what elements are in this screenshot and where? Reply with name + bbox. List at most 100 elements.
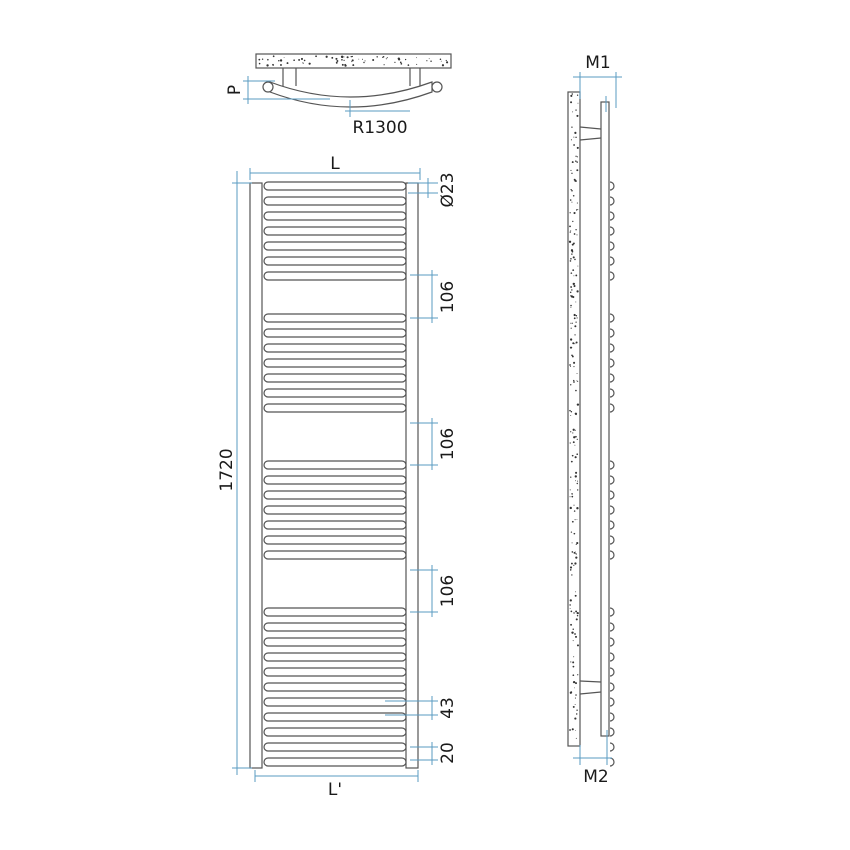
speck [574,697,576,699]
speck [572,194,575,197]
towel-bar [263,475,407,485]
wall-texture [258,55,449,67]
speck [575,435,577,438]
speck [426,60,428,62]
bars [263,181,407,767]
speck [283,57,285,59]
bar-end [609,271,615,281]
speck [569,346,573,349]
speck [315,55,317,58]
speck [570,139,572,141]
speck [573,317,576,320]
towel-bar [263,682,407,692]
speck [571,520,574,523]
speck [574,703,576,705]
speck [575,315,578,317]
speck [574,131,577,135]
bar-end [609,388,615,398]
speck [335,61,338,64]
speck [570,101,573,104]
front-view: L L' 1720 Ø23 106 106 106 43 20 [217,154,458,800]
speck [364,60,366,62]
speck [576,114,579,117]
speck [574,519,576,521]
bar-end [609,712,615,722]
speck [572,269,575,271]
speck [572,661,575,664]
speck [573,436,576,439]
bar-end [609,697,615,707]
speck [571,454,574,457]
speck [570,258,572,260]
speck [569,442,571,444]
tube-diameter-label: Ø23 [438,172,458,207]
speck [575,136,577,139]
bar-end [609,622,615,632]
speck [341,63,344,66]
speck [576,518,578,520]
speck [574,551,576,553]
collector-right [431,81,443,93]
speck [576,317,578,319]
towel-bar [263,712,407,722]
speck [571,289,573,291]
bar-end [609,505,615,515]
top-view: P R1300 [225,53,452,138]
speck [376,56,378,58]
speck [258,58,261,61]
speck [570,188,572,191]
speck [573,361,576,364]
speck [575,229,577,231]
bar-end [609,256,615,266]
speck [576,380,578,382]
speck [372,59,375,62]
speck [386,57,388,59]
towel-bar [263,490,407,500]
speck [573,532,576,535]
speck [571,172,573,174]
speck [573,136,575,138]
bar-end [609,226,615,236]
towel-bar [263,505,407,515]
speck [574,429,576,431]
speck [570,327,572,329]
speck [570,410,573,413]
speck [407,64,410,66]
speck [574,475,577,478]
speck [569,291,572,294]
speck [571,562,573,565]
speck [573,504,575,506]
speck [569,364,571,366]
speck [573,381,575,383]
towel-bar [263,358,407,368]
bar-end [609,682,615,692]
speck [575,610,578,613]
bar-end [609,607,615,617]
speck [293,59,295,62]
speck [570,365,572,367]
towel-bar [263,181,407,191]
towel-bar [263,256,407,266]
speck [570,306,572,308]
speck [571,93,574,95]
speck [574,594,577,597]
bar-end [609,211,615,221]
speck [261,58,264,60]
speck [341,58,343,61]
speck [570,322,572,324]
speck [428,58,430,60]
speck [576,202,578,204]
speck [570,531,573,533]
speck [575,694,577,696]
height-label: 1720 [217,448,237,491]
speck [430,60,432,63]
speck [575,553,576,555]
speck [573,313,576,317]
towel-bar [263,550,407,560]
towel-bar [263,271,407,281]
towel-bar [263,373,407,383]
speck [573,551,576,554]
speck [340,55,344,58]
speck [279,59,283,62]
speck [570,272,573,274]
